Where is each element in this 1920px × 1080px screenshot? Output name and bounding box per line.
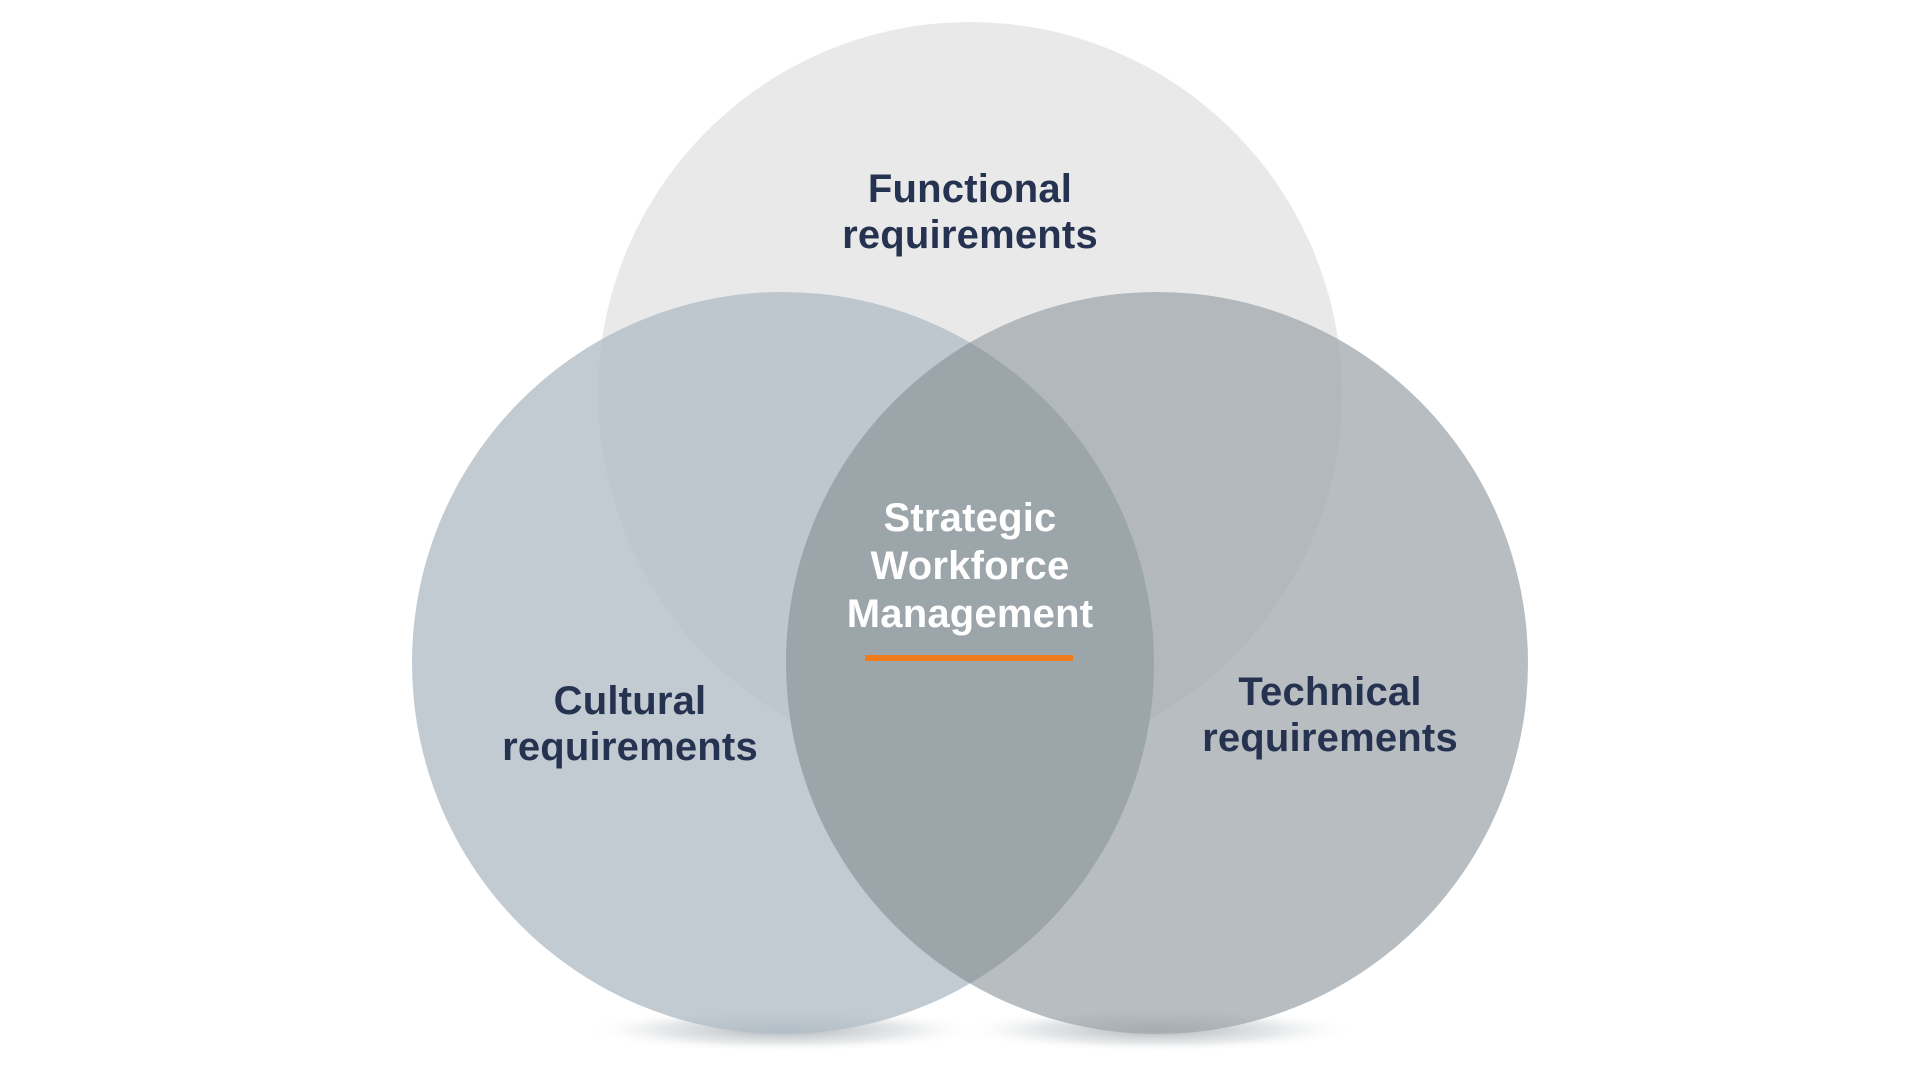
center-label-line-2: Workforce	[870, 544, 1070, 588]
technical-label-line-2: requirements	[1202, 716, 1458, 760]
strategic-workforce-management-label: Strategic Workforce Management	[780, 494, 1160, 638]
technical-label-line-1: Technical	[1238, 670, 1422, 714]
cultural-requirements-label: Cultural requirements	[450, 678, 810, 770]
center-label-line-1: Strategic	[883, 496, 1057, 540]
center-intersection	[786, 292, 1154, 1034]
functional-requirements-label: Functional requirements	[790, 166, 1150, 258]
cultural-label-line-1: Cultural	[553, 679, 707, 723]
functional-label-line-1: Functional	[867, 167, 1073, 211]
functional-label-line-2: requirements	[842, 213, 1098, 257]
center-accent-underline	[865, 655, 1073, 661]
center-label-line-3: Management	[846, 592, 1094, 636]
technical-requirements-label: Technical requirements	[1150, 669, 1510, 761]
cultural-label-line-2: requirements	[502, 725, 758, 769]
